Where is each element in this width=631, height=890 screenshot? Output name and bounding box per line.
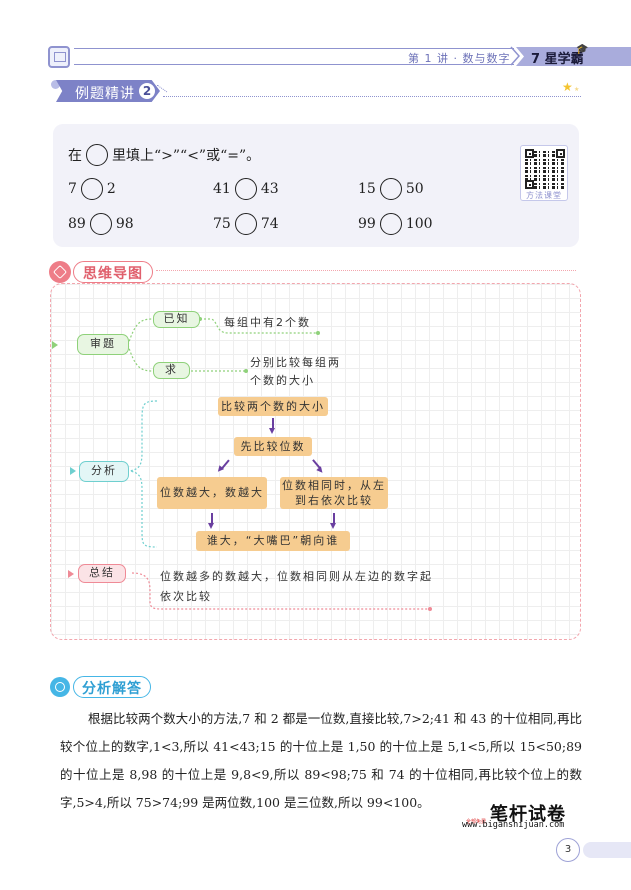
comparison-item: 15 50 (358, 178, 424, 200)
heading-dot (51, 80, 60, 89)
node-review: 审题 (77, 334, 129, 355)
right-number: 74 (260, 216, 279, 232)
answer-heading-pill (73, 676, 151, 698)
heading-dotted-rule (163, 96, 581, 97)
branch-more-digits: 位数越大，数越大 (157, 477, 267, 509)
left-number: 7 (68, 181, 77, 197)
find-text-line2: 个数的大小 (250, 374, 315, 387)
brand-label: 7 星学霸 (531, 52, 584, 67)
step-result: 谁大，“大嘴巴”朝向谁 (196, 531, 350, 551)
question-prompt: 在 里填上“>”“<”或“=”。 (68, 144, 260, 166)
footer-band (583, 842, 631, 858)
answer-circle[interactable] (234, 213, 257, 235)
page-number: 3 (556, 838, 580, 862)
answer-paragraph: 根据比较两个数大小的方法,7 和 2 都是一位数,直接比较,7>2;41 和 4… (60, 711, 582, 810)
summary-text-line1: 位数越多的数越大，位数相同则从左边的数字起 (160, 570, 433, 583)
step-compare: 比较两个数的大小 (218, 397, 328, 416)
header-rule-bottom (74, 64, 514, 65)
stars-icon: ★ (562, 80, 573, 94)
branch-same-digits-line2: 到右依次比较 (295, 494, 373, 507)
prompt-after: 里填上“>”“<”或“=”。 (112, 148, 261, 164)
left-number: 75 (213, 216, 231, 232)
summary-text-line2: 依次比较 (160, 590, 212, 603)
qr-label: 方法课堂 (526, 191, 562, 200)
right-number: 43 (260, 181, 279, 197)
right-number: 98 (115, 216, 134, 232)
node-summary: 总结 (78, 564, 126, 583)
question-box (53, 124, 579, 247)
triangle-bullet-icon (68, 570, 74, 578)
known-text: 每组中有2个数 (224, 316, 311, 329)
mindmap-icon (49, 261, 71, 283)
arrow-down-icon (208, 513, 214, 529)
node-analysis: 分析 (79, 461, 129, 482)
mindmap-heading: 思维导图 (83, 266, 143, 282)
graduation-cap-icon: 🎓 (576, 44, 589, 55)
triangle-bullet-icon (52, 341, 58, 349)
answer-circle-blank (86, 144, 108, 166)
left-number: 99 (358, 216, 376, 232)
answer-circle[interactable] (89, 213, 112, 235)
chapter-title: 第 1 讲 · 数与数字 (408, 52, 511, 65)
triangle-bullet-icon (70, 467, 76, 475)
header-rule-top (74, 48, 514, 49)
small-star-icon: ★ (574, 86, 580, 93)
answer-circle[interactable] (379, 213, 402, 235)
prompt-before: 在 (68, 148, 82, 164)
qr-finder (525, 149, 534, 158)
node-known: 已知 (153, 311, 200, 328)
branch-same-digits: 位数相同时，从左 到右依次比较 (280, 477, 388, 509)
chevron-right-icon (510, 46, 521, 66)
right-number: 2 (106, 181, 116, 197)
comparison-item: 41 43 (213, 178, 279, 200)
blackboard-teacher-icon (48, 46, 70, 68)
step-digits: 先比较位数 (234, 437, 312, 456)
branch-same-digits-line1: 位数相同时，从左 (282, 479, 386, 492)
left-number: 15 (358, 181, 376, 197)
brand-band (516, 47, 631, 66)
example-heading: 例题精讲 (75, 86, 135, 102)
comparison-item: 89 98 (68, 213, 134, 235)
watermark-badge: 全部免费 (466, 819, 487, 825)
left-number: 41 (213, 181, 231, 197)
node-find: 求 (153, 362, 190, 379)
example-heading-pill (56, 80, 160, 102)
analysis-answer-icon (50, 677, 70, 697)
qr-code-card[interactable]: 方法课堂 (520, 145, 568, 201)
answer-circle[interactable] (379, 178, 402, 200)
mindmap-heading-pill (73, 261, 153, 283)
qr-finder (525, 180, 534, 189)
find-text-line1: 分别比较每组两 (250, 356, 341, 369)
watermark-url: www.biganshijuan.com (462, 820, 565, 830)
watermark-title: 笔杆试卷 (490, 804, 566, 825)
mindmap-dotted-rule (156, 270, 576, 271)
example-number: 2 (139, 83, 155, 99)
answer-circle[interactable] (80, 178, 103, 200)
comparison-item: 7 2 (68, 178, 116, 200)
qr-finder (556, 149, 565, 158)
right-number: 50 (405, 181, 424, 197)
left-number: 89 (68, 216, 86, 232)
arrow-down-icon (330, 513, 336, 529)
answer-heading: 分析解答 (82, 681, 142, 697)
right-number: 100 (405, 216, 433, 232)
comparison-item: 99 100 (358, 213, 433, 235)
arrow-down-icon (269, 418, 275, 434)
answer-circle[interactable] (234, 178, 257, 200)
comparison-item: 75 74 (213, 213, 279, 235)
